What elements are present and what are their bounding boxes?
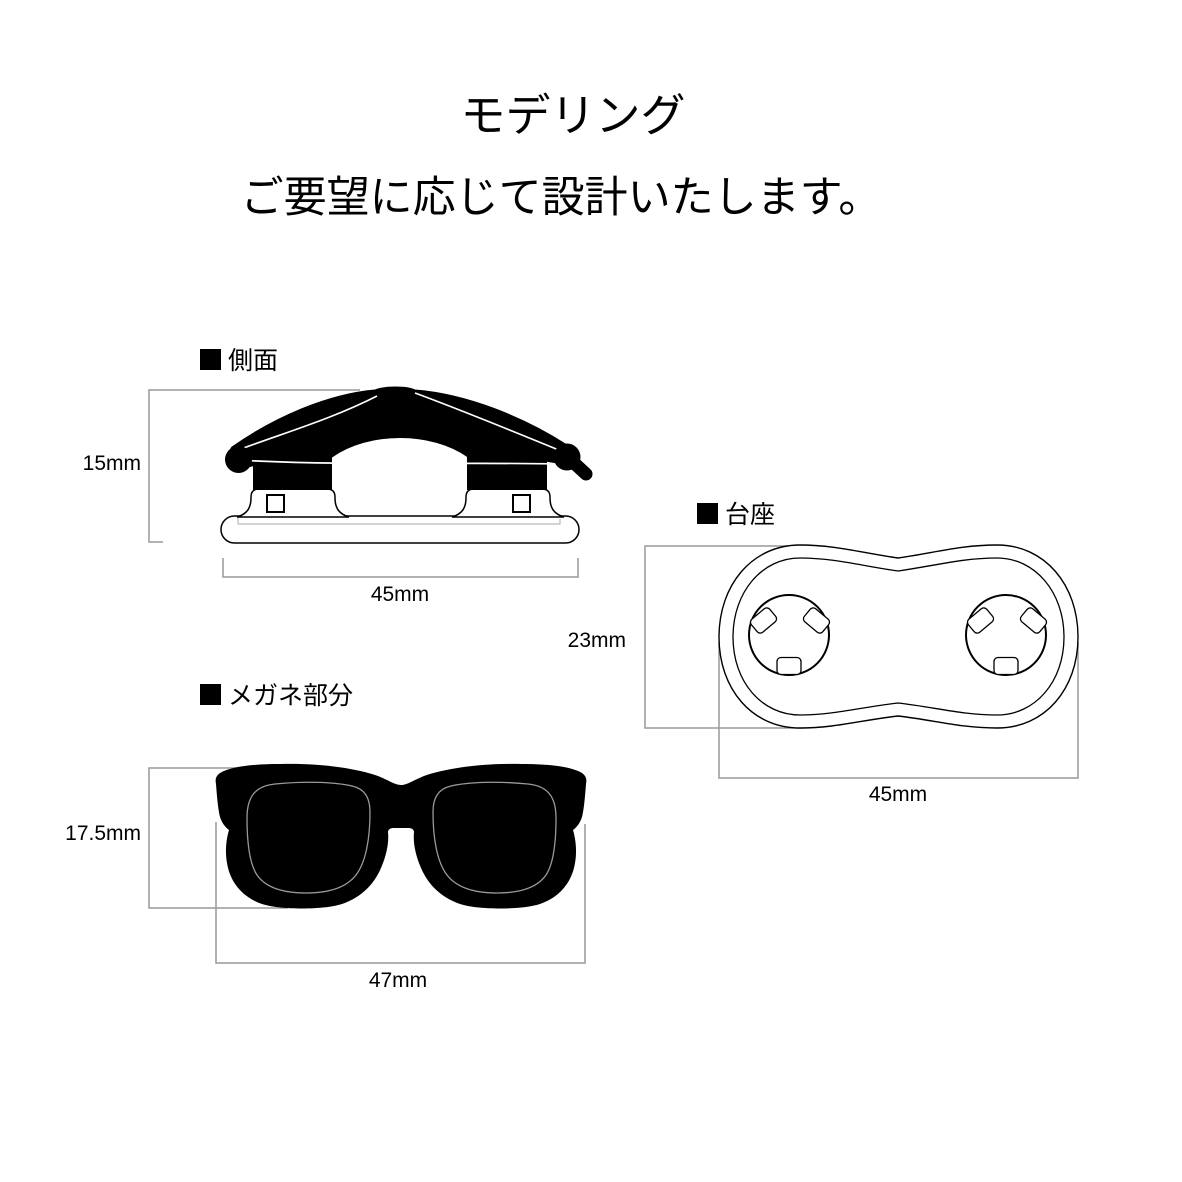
side-view-section: 側面 15mm 45mm xyxy=(83,347,593,606)
pedestal-height-dimension-label: 23mm xyxy=(568,629,626,652)
base-plate-inner-line xyxy=(237,517,561,525)
glasses-height-dimension-label: 17.5mm xyxy=(65,822,141,845)
page-title: モデリング xyxy=(460,90,685,141)
left-clip-pedestal xyxy=(236,488,350,518)
right-lens-outline xyxy=(432,781,557,894)
right-clip-screw xyxy=(512,494,531,513)
pedestal-outline-inner xyxy=(732,557,1065,716)
pedestal-width-dimension-line xyxy=(718,642,1079,779)
right-clip-pedestal xyxy=(451,488,565,518)
pedestal-section: 台座 23mm 45mm xyxy=(568,501,1079,806)
glasses-section: メガネ部分 17.5mm 47mm xyxy=(65,682,587,992)
socket-tab xyxy=(776,656,802,676)
temple-overlap-line-lower xyxy=(236,459,560,465)
pedestal-height-dimension-line xyxy=(644,545,810,729)
base-plate xyxy=(220,515,580,544)
glasses-width-dimension-line xyxy=(215,822,586,964)
temple-overlap-line-upper-left xyxy=(232,395,378,453)
side-width-dimension-line xyxy=(222,558,579,578)
socket-tab xyxy=(1019,607,1048,634)
socket-tab xyxy=(802,607,831,634)
glasses-width-dimension-label: 47mm xyxy=(369,969,427,992)
side-section-label: 側面 xyxy=(228,347,278,375)
socket-tab xyxy=(993,656,1019,676)
side-height-dimension-label: 15mm xyxy=(83,452,141,475)
socket-tab xyxy=(749,607,778,634)
temple-overlap-line-upper-right xyxy=(414,392,567,454)
right-temple-end-piece xyxy=(566,455,593,481)
left-socket-tabs xyxy=(749,607,831,676)
section-marker-icon xyxy=(697,503,718,524)
socket-tab xyxy=(966,607,995,634)
glasses-section-label: メガネ部分 xyxy=(228,682,353,710)
pedestal-section-label: 台座 xyxy=(725,501,775,529)
side-height-dimension-line xyxy=(148,389,360,543)
left-clip-screw xyxy=(266,494,285,513)
pedestal-width-dimension-label: 45mm xyxy=(869,783,927,806)
glasses-height-dimension-line xyxy=(148,767,300,909)
pedestal-outline-outer xyxy=(718,544,1079,729)
page-subtitle: ご要望に応じて設計いたします。 xyxy=(241,174,882,222)
temple-arms-silhouette xyxy=(229,386,577,469)
side-width-dimension-label: 45mm xyxy=(371,583,429,606)
glasses-silhouette xyxy=(215,763,587,909)
right-socket-tabs xyxy=(966,607,1048,676)
section-marker-icon xyxy=(200,684,221,705)
left-lens-outline xyxy=(246,781,371,894)
left-temple-tip xyxy=(225,446,252,473)
section-marker-icon xyxy=(200,349,221,370)
